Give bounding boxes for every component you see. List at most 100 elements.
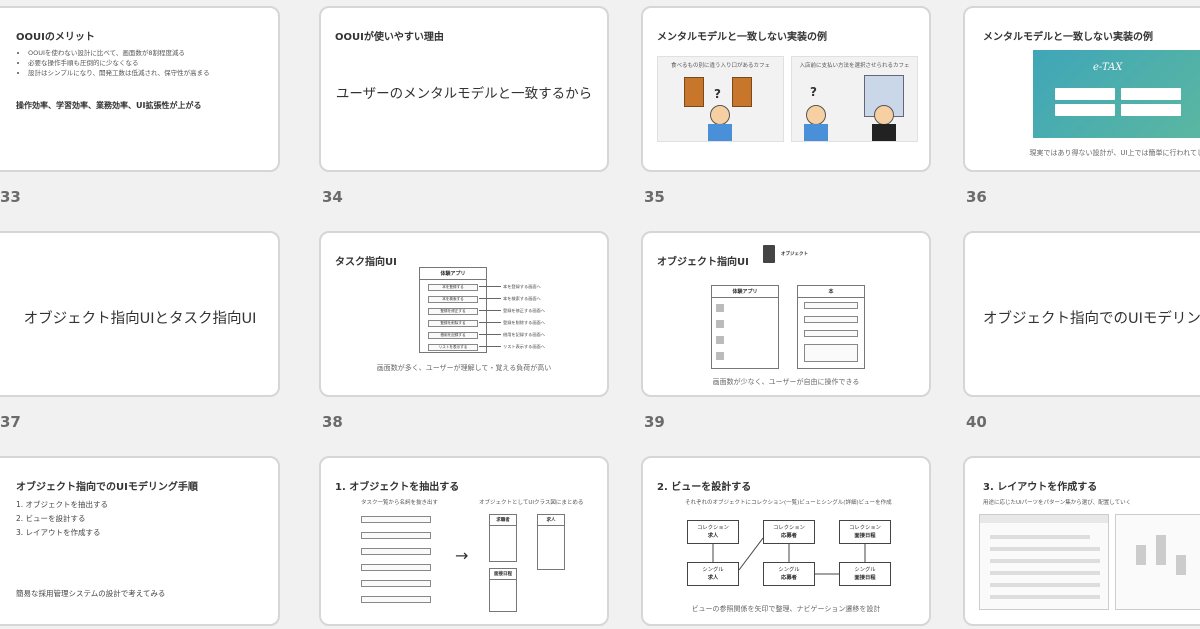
panel-caption: 入店前に支払い方法を選択させられるカフェ bbox=[799, 63, 910, 69]
person-icon bbox=[710, 105, 730, 125]
person-body bbox=[708, 124, 732, 141]
collection-wireframe: 体験アプリ bbox=[711, 285, 779, 369]
slide-title: 2. ビューを設計する bbox=[657, 482, 752, 493]
question-mark-icon: ? bbox=[714, 87, 721, 101]
slide-number: 36 bbox=[966, 188, 987, 206]
panel-caption: 食べるもの別に違う入り口があるカフェ bbox=[670, 63, 770, 69]
task-link-label: リスト表示する画面へ bbox=[503, 344, 545, 349]
slide-title: メンタルモデルと一致しない実装の例 bbox=[657, 32, 827, 43]
slide-42[interactable]: 1. オブジェクトを抽出する タスク一覧から名詞を抜き出す オブジェクトとしてU… bbox=[319, 456, 609, 626]
view-box: シングル 応募者 bbox=[763, 562, 815, 586]
question-mark-icon: ? bbox=[810, 85, 817, 99]
task-button[interactable]: 登録を修正する bbox=[428, 308, 478, 315]
class-box: 面接日程 bbox=[489, 568, 517, 612]
slide-number: 40 bbox=[966, 413, 987, 431]
wireframe-title: 体験アプリ bbox=[712, 286, 778, 298]
slide-title: タスク指向UI bbox=[335, 257, 397, 268]
bullet: 設計はシンプルになり、開発工数は低減され、保守性が高まる bbox=[28, 68, 210, 78]
slide-number: 39 bbox=[644, 413, 665, 431]
task-link-label: 本を登録する画面へ bbox=[503, 284, 541, 289]
step-item: 2. ビューを設計する bbox=[16, 514, 86, 523]
illustration-panel: 入店前に支払い方法を選択させられるカフェ ? bbox=[791, 56, 918, 142]
menu-card[interactable] bbox=[1055, 88, 1115, 100]
slide-number: 35 bbox=[644, 188, 665, 206]
slide-subtitle: それぞれのオブジェクトにコレクション(一覧)ビューとシングル(詳細)ビューを作成 bbox=[685, 500, 892, 506]
class-box: 求人 bbox=[537, 514, 565, 570]
book-icon bbox=[763, 245, 775, 263]
object-label: オブジェクト bbox=[781, 252, 808, 257]
menu-card[interactable] bbox=[1121, 104, 1181, 116]
view-box: コレクション 求人 bbox=[687, 520, 739, 544]
slide-36[interactable]: メンタルモデルと一致しない実装の例 e-TAX 現実ではあり得ない設計が、UI上… bbox=[963, 6, 1200, 172]
task-link-label: 借用を記録する画面へ bbox=[503, 332, 545, 337]
bullet: 必要な操作手順も圧倒的に少なくなる bbox=[28, 58, 210, 68]
step-item: 1. オブジェクトを抽出する bbox=[16, 500, 109, 509]
view-box: コレクション 応募者 bbox=[763, 520, 815, 544]
task-button[interactable]: 本を検索する bbox=[428, 296, 478, 303]
slide-title: OOUIが使いやすい理由 bbox=[335, 32, 444, 43]
slide-center-text: ユーザーのメンタルモデルと一致するから bbox=[335, 86, 593, 102]
slide-34[interactable]: OOUIが使いやすい理由 ユーザーのメンタルモデルと一致するから bbox=[319, 6, 609, 172]
slide-caption: 画面数が少なく、ユーザーが自由に操作できる bbox=[712, 378, 860, 386]
class-box: 求職者 bbox=[489, 514, 517, 562]
menu-card[interactable] bbox=[1121, 88, 1181, 100]
illustration-panel: 食べるもの別に違う入り口があるカフェ ? bbox=[657, 56, 784, 142]
class-name: 面接日程 bbox=[490, 569, 516, 580]
etax-screenshot: e-TAX bbox=[1033, 50, 1200, 138]
menu-card[interactable] bbox=[1055, 104, 1115, 116]
slide-43[interactable]: 2. ビューを設計する それぞれのオブジェクトにコレクション(一覧)ビューとシン… bbox=[641, 456, 931, 626]
task-link-label: 本を検索する画面へ bbox=[503, 296, 541, 301]
slide-title: オブジェクト指向でのUIモデリング手順 bbox=[16, 482, 198, 493]
step-item: 3. レイアウトを作成する bbox=[16, 528, 101, 537]
slide-title: オブジェクト指向UI bbox=[657, 257, 749, 268]
slide-note: 簡易な採用管理システムの設計で考えてみる bbox=[16, 589, 166, 598]
slide-subtitle: タスク一覧から名詞を抜き出す bbox=[361, 500, 439, 506]
view-box: シングル 面接日程 bbox=[839, 562, 891, 586]
slide-title: 1. オブジェクトを抽出する bbox=[335, 482, 460, 493]
person-body bbox=[804, 124, 828, 141]
slide-41[interactable]: オブジェクト指向でのUIモデリング手順 1. オブジェクトを抽出する 2. ビュ… bbox=[0, 456, 280, 626]
step-list: 1. オブジェクトを抽出する 2. ビューを設計する 3. レイアウトを作成する bbox=[16, 498, 108, 540]
task-button[interactable]: 登録を削除する bbox=[428, 320, 478, 327]
slide-40[interactable]: オブジェクト指向でのUIモデリング bbox=[963, 231, 1200, 397]
slide-44[interactable]: 3. レイアウトを作成する 用途に応じたUIパーツをパターン集から選び、配置して… bbox=[963, 456, 1200, 626]
bullet-list: OOUIを使わない設計に比べて、画面数が8割程度減る 必要な操作手順も圧倒的に少… bbox=[20, 48, 210, 78]
single-wireframe: 本 bbox=[797, 285, 865, 369]
slide-number: 33 bbox=[0, 188, 21, 206]
slide-caption: 現実ではあり得ない設計が、UI上では簡単に行われてしま bbox=[1029, 149, 1200, 157]
slide-caption: 画面数が多く、ユーザーが理解して・覚える負荷が高い bbox=[376, 364, 552, 372]
summary-text: 操作効率、学習効率、業務効率、UI拡張性が上がる bbox=[16, 101, 202, 110]
task-app-wireframe: 体験アプリ 本を登録する 本を検索する 登録を修正する 登録を削除する 借用を記… bbox=[419, 267, 487, 353]
class-name: 求職者 bbox=[490, 515, 516, 526]
slide-33[interactable]: OOUIのメリット OOUIを使わない設計に比べて、画面数が8割程度減る 必要な… bbox=[0, 6, 280, 172]
task-button[interactable]: 本を登録する bbox=[428, 284, 478, 291]
slide-number: 37 bbox=[0, 413, 21, 431]
layout-mock-calendar bbox=[1115, 514, 1200, 610]
slide-37[interactable]: オブジェクト指向UIとタスク指向UI bbox=[0, 231, 280, 397]
wireframe-title: 体験アプリ bbox=[420, 268, 486, 280]
view-arrows bbox=[712, 537, 866, 575]
slide-center-text: オブジェクト指向UIとタスク指向UI bbox=[23, 311, 257, 327]
slide-number: 34 bbox=[322, 188, 343, 206]
task-link-label: 登録を削除する画面へ bbox=[503, 320, 545, 325]
layout-mock-screen bbox=[979, 514, 1109, 610]
task-button[interactable]: 借用を記録する bbox=[428, 332, 478, 339]
staff-icon bbox=[874, 105, 894, 125]
slide-center-text: オブジェクト指向でのUIモデリング bbox=[983, 311, 1200, 327]
view-box: シングル 求人 bbox=[687, 562, 739, 586]
slide-caption: ビューの参照関係を矢印で整理、ナビゲーション遷移を設計 bbox=[691, 605, 881, 613]
slide-35[interactable]: メンタルモデルと一致しない実装の例 食べるもの別に違う入り口があるカフェ ? 入… bbox=[641, 6, 931, 172]
task-link-label: 登録を修正する画面へ bbox=[503, 308, 545, 313]
etax-logo: e-TAX bbox=[1093, 62, 1123, 73]
door-icon bbox=[732, 77, 752, 107]
slide-subtitle: オブジェクトとしてUIクラス図にまとめる bbox=[479, 500, 584, 506]
slide-title: 3. レイアウトを作成する bbox=[983, 482, 1098, 493]
bullet: OOUIを使わない設計に比べて、画面数が8割程度減る bbox=[28, 48, 210, 58]
slide-title: OOUIのメリット bbox=[16, 32, 95, 43]
staff-body bbox=[872, 124, 896, 141]
slide-39[interactable]: オブジェクト指向UI オブジェクト 体験アプリ 本 画面数が少なく、ユーザーが自… bbox=[641, 231, 931, 397]
class-name: 求人 bbox=[538, 515, 564, 526]
arrow-right-icon: → bbox=[455, 546, 469, 565]
task-button[interactable]: リストを表示する bbox=[428, 344, 478, 351]
slide-38[interactable]: タスク指向UI 体験アプリ 本を登録する 本を検索する 登録を修正する 登録を削… bbox=[319, 231, 609, 397]
